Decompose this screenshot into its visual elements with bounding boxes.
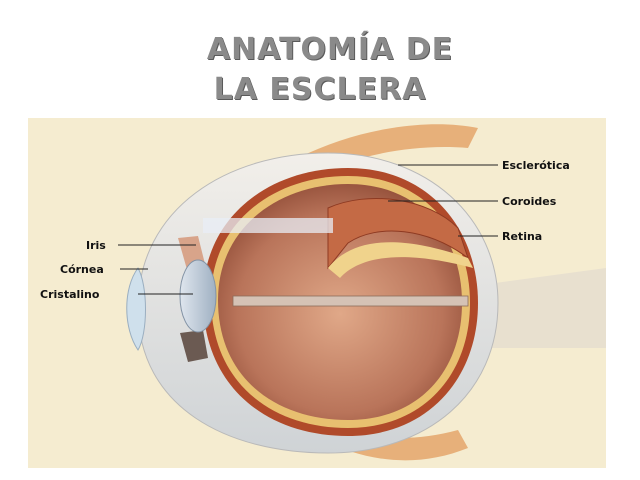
upper-muscle bbox=[298, 124, 478, 178]
label-cornea: Córnea bbox=[60, 263, 104, 276]
eye-anatomy-diagram: Esclerótica Coroides Retina Iris Córnea … bbox=[28, 118, 606, 468]
cut-plane bbox=[232, 295, 469, 307]
title-line-1: ANATOMÍA DE bbox=[206, 32, 454, 67]
label-retina: Retina bbox=[502, 230, 542, 243]
label-cristalino: Cristalino bbox=[40, 288, 100, 301]
light-ray bbox=[203, 218, 333, 233]
label-iris: Iris bbox=[86, 239, 106, 252]
peeled-flap-retina bbox=[328, 242, 473, 278]
lens bbox=[179, 259, 217, 333]
label-coroides: Coroides bbox=[502, 195, 557, 208]
label-esclerotica: Esclerótica bbox=[502, 159, 570, 172]
iris-lower bbox=[180, 330, 208, 362]
cornea bbox=[126, 267, 146, 351]
title-line-2: LA ESCLERA bbox=[213, 72, 427, 107]
